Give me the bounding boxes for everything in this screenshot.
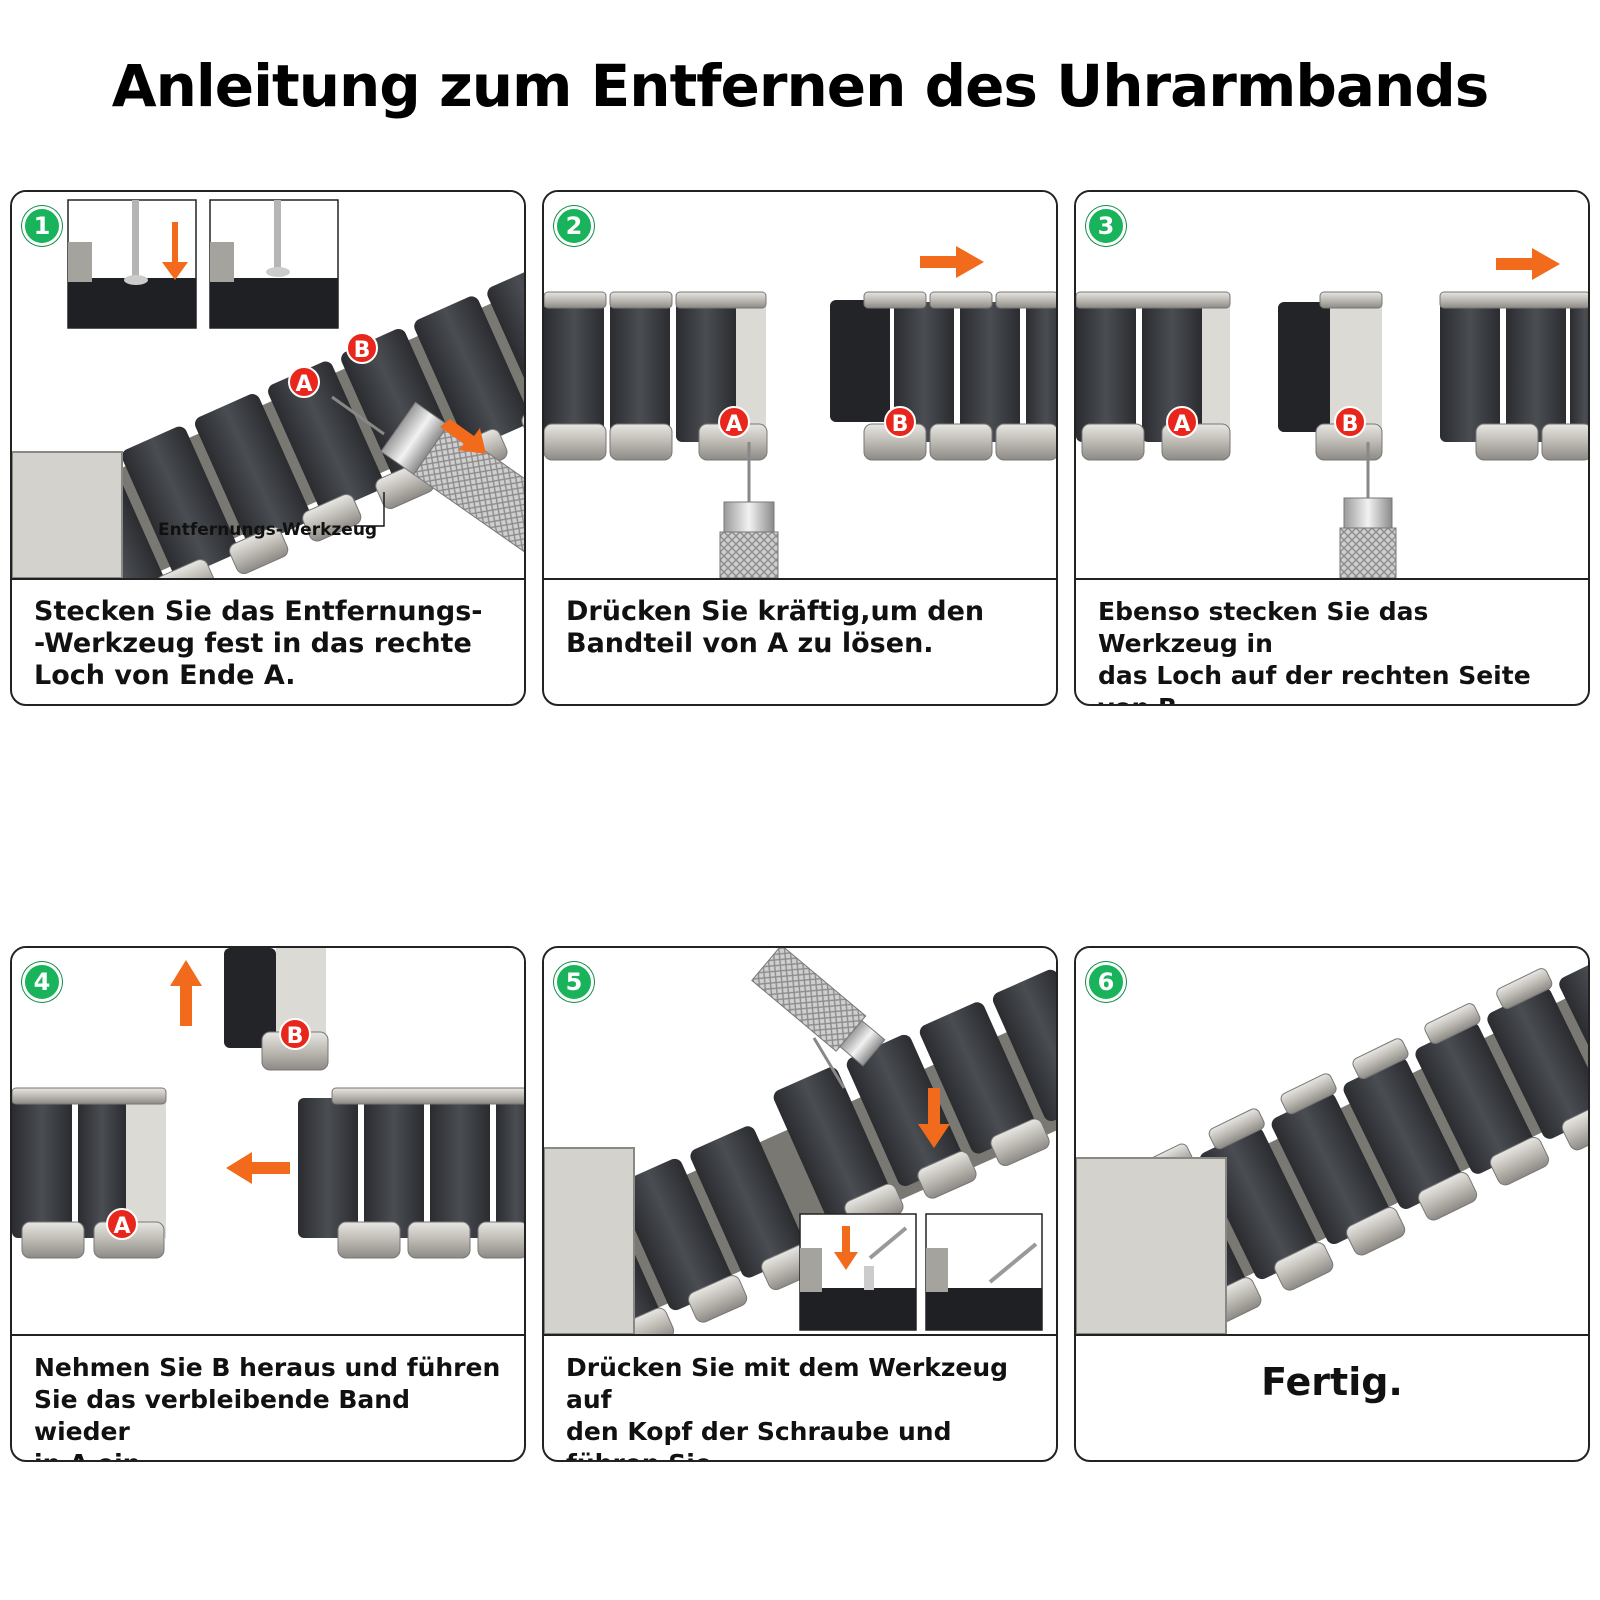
marker-b-4: B [287,1024,304,1049]
card-divider [544,578,1056,580]
step-number-badge: 3 [1086,206,1126,246]
step-card-2: A B 2 Drücken Sie kräftig,um den Bandtei… [542,190,1058,706]
card-divider [1076,1334,1588,1336]
step-caption: Drücken Sie kräftig,um den Bandteil von … [566,596,985,659]
step-2-illustration: A B [544,192,1056,578]
step-3-illustration: A B [1076,192,1588,578]
step-4-illustration: B A [12,948,524,1334]
card-divider [1076,578,1588,580]
step-number-badge: 4 [22,962,62,1002]
step-card-3: A B 3 Ebenso stecken Sie das Werkzeug in… [1074,190,1590,706]
marker-a-2: A [725,412,742,437]
tool-label: Entfernungs-Werkzeug [158,520,378,540]
marker-a-3: A [1173,412,1190,437]
step-number-badge: 5 [554,962,594,1002]
marker-b-2: B [892,412,909,437]
step-caption: Nehmen Sie B heraus und führen Sie das v… [34,1353,501,1460]
marker-b-3: B [1342,412,1359,437]
step-caption: Stecken Sie das Entfernungs- -Werkzeug f… [34,596,483,691]
card-divider [12,1334,524,1336]
card-divider [544,1334,1056,1336]
step-card-5: 5 Drücken Sie mit dem Werkzeug auf den K… [542,946,1058,1462]
step-card-1: A B 1 Entfernungs-Werkzeug Stecken Sie d… [10,190,526,706]
step-card-6: 6 Fertig. [1074,946,1590,1462]
marker-b-1: B [354,338,371,363]
step-caption: Fertig. [1261,1360,1403,1404]
step-number-badge: 6 [1086,962,1126,1002]
card-divider [12,578,524,580]
step-1-illustration: A B [12,192,524,578]
step-6-illustration [1076,948,1588,1334]
marker-a-1: A [295,372,312,397]
step-number-badge: 1 [22,206,62,246]
step-card-4: B A 4 Nehmen Sie B heraus und führen Sie… [10,946,526,1462]
step-caption: Ebenso stecken Sie das Werkzeug in das L… [1098,597,1531,704]
step-number-badge: 2 [554,206,594,246]
step-5-illustration [544,948,1056,1334]
step-caption: Drücken Sie mit dem Werkzeug auf den Kop… [566,1353,1009,1460]
marker-a-4: A [113,1214,130,1239]
page-title: Anleitung zum Entfernen des Uhrarmbands [111,52,1490,120]
